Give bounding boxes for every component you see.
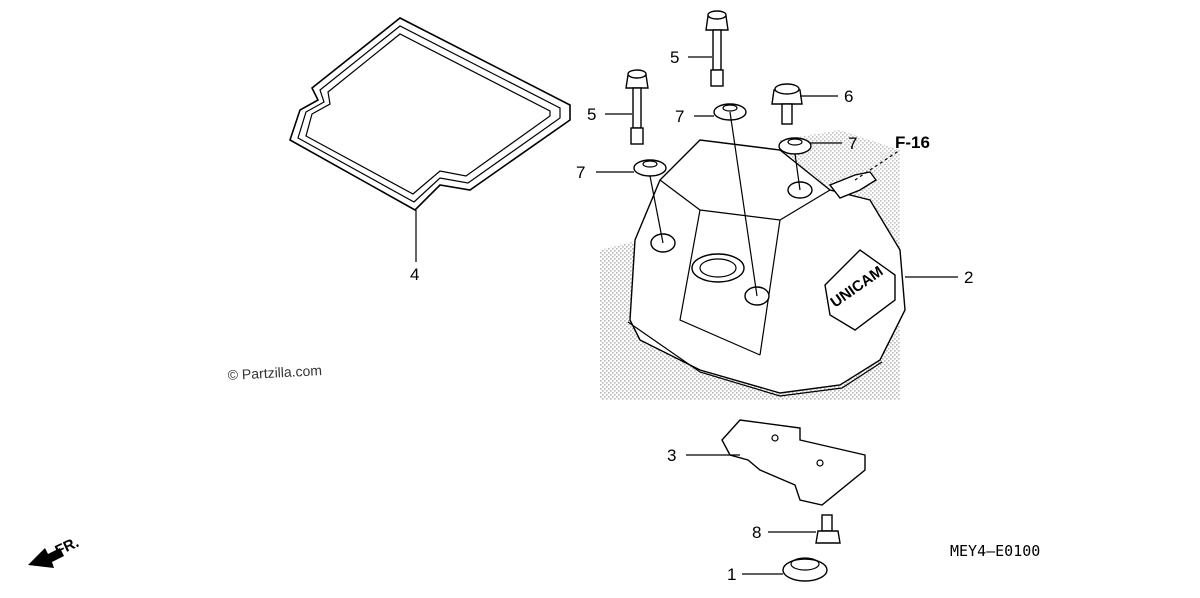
bracket-part-3[interactable] [721, 419, 866, 506]
callout-5-right[interactable]: 5 [670, 48, 679, 67]
callout-7-right[interactable]: 7 [848, 134, 857, 153]
bolt-part-5-left[interactable] [625, 69, 649, 145]
callout-2[interactable]: 2 [964, 268, 973, 287]
front-arrow-icon [28, 548, 64, 568]
diagram-code: MEY4–E0100 [950, 542, 1040, 560]
bolt-part-5-right[interactable] [705, 10, 729, 87]
callout-5-left[interactable]: 5 [587, 105, 596, 124]
callout-4[interactable]: 4 [410, 265, 419, 284]
bolt-part-8[interactable] [815, 514, 841, 544]
front-label: FR. [53, 534, 82, 560]
reference-label[interactable]: F-16 [895, 133, 930, 152]
leader-lines [415, 56, 958, 575]
callout-7-left[interactable]: 7 [576, 163, 585, 182]
grommet-part-1[interactable] [782, 557, 828, 582]
washer-part-7-left[interactable] [633, 159, 667, 177]
callout-3[interactable]: 3 [667, 446, 676, 465]
front-direction-indicator: FR. [28, 534, 82, 568]
callout-6[interactable]: 6 [844, 87, 853, 106]
cylinder-head-cover-part-2[interactable]: UNICAM [627, 139, 906, 397]
bolt-part-6[interactable] [771, 83, 803, 125]
watermark-text: © Partzilla.com [227, 362, 322, 383]
washer-part-7-right[interactable] [778, 137, 812, 155]
gasket-part-4[interactable] [289, 17, 571, 211]
callout-8[interactable]: 8 [752, 523, 761, 542]
callout-1[interactable]: 1 [727, 565, 736, 584]
callout-7-mid[interactable]: 7 [675, 107, 684, 126]
callout-labels: 4 2 3 5 5 6 7 7 7 8 1 [410, 48, 973, 584]
